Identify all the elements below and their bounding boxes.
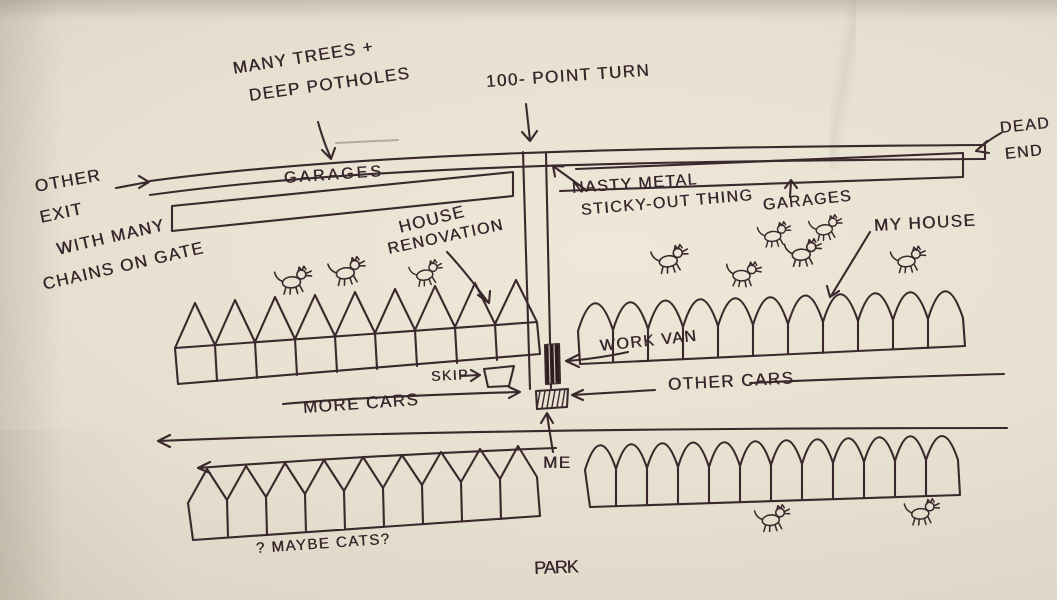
- cats: [273, 213, 942, 534]
- label-skip: SKIP: [430, 366, 470, 384]
- garages-right-arrow: [783, 178, 799, 199]
- left-garage-strip: [170, 170, 515, 233]
- me-arrow: [539, 411, 555, 454]
- label-park: PARK: [533, 556, 578, 578]
- my-house-arrow: [825, 230, 872, 299]
- house-row-right-middle: [576, 290, 967, 366]
- trees-arrow: [316, 120, 337, 161]
- pencil-smudge: [335, 139, 399, 144]
- skip-arrow: [460, 368, 482, 383]
- entry-arrow: [114, 174, 151, 190]
- house-row-bottom-left: [186, 444, 542, 542]
- nasty-metal-sticky-out-thing-icon: [551, 164, 588, 192]
- label-me: ME: [543, 453, 572, 472]
- me-car-shape: [534, 387, 570, 411]
- skip-shape: [482, 364, 516, 389]
- top-road: [114, 143, 987, 197]
- right-garage-strip: [551, 151, 965, 193]
- work-van-arrow: [564, 350, 630, 369]
- house-row-bottom-right: [583, 435, 962, 509]
- turn-arrow: [520, 102, 539, 143]
- house-row-left-middle: [173, 278, 542, 386]
- annotation-arrows: [316, 102, 1003, 454]
- work-van-shape: [543, 342, 562, 386]
- renovation-arrow: [445, 250, 492, 305]
- dead-end-arrow: [974, 131, 1003, 155]
- bottom-road: [156, 372, 1009, 475]
